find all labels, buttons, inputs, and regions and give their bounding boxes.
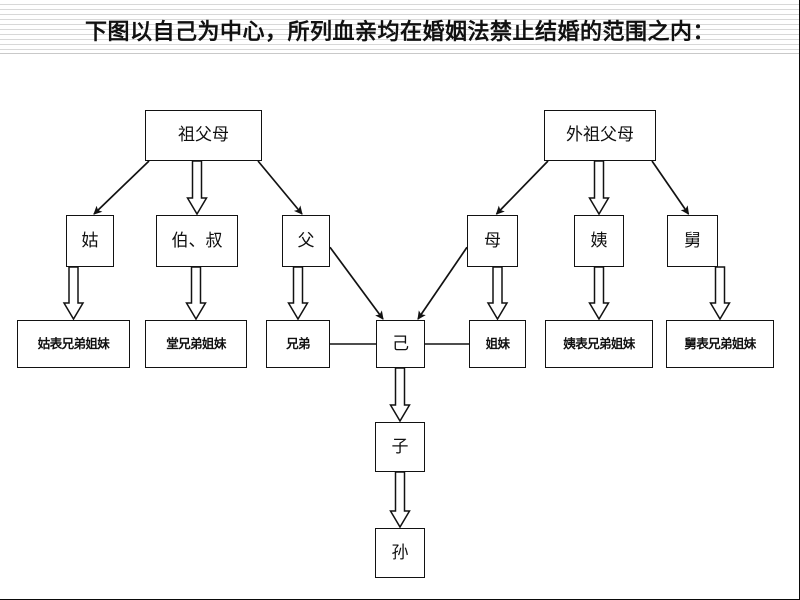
node-label: 姐妹 (485, 335, 510, 351)
edge-waizufumu-to-mu (495, 160, 549, 215)
edge-boshu-to-tang (185, 266, 207, 321)
node-yi[interactable]: 姨 (574, 215, 624, 267)
node-label: 父 (297, 230, 315, 251)
node-label: 伯、叔 (171, 230, 223, 251)
node-waizufumu[interactable]: 外祖父母 (544, 110, 656, 161)
node-label: 己 (392, 333, 409, 354)
node-label: 子 (391, 436, 409, 457)
diagram-edges (62, 160, 731, 529)
edge-ji-to-zi (389, 367, 411, 423)
edge-fu-to-ji (329, 246, 384, 320)
edge-mu-to-ji (417, 246, 468, 320)
node-label: 姨表兄弟姐妹 (563, 335, 635, 351)
node-label: 舅 (684, 230, 701, 251)
edge-fu-to-xiongdi (287, 266, 309, 321)
edge-mu-to-jiemei (486, 266, 509, 321)
edge-zufumu-to-boshu (186, 160, 208, 216)
edge-gu-to-gubiao (62, 266, 85, 321)
node-ji[interactable]: 己 (376, 320, 425, 368)
node-label: 母 (484, 230, 501, 251)
node-label: 祖父母 (178, 125, 229, 145)
node-zi[interactable]: 子 (375, 422, 425, 472)
edge-waizufumu-to-yi (588, 160, 610, 216)
node-sun[interactable]: 孙 (375, 528, 425, 578)
node-jiu[interactable]: 舅 (667, 215, 718, 267)
node-yibiao[interactable]: 姨表兄弟姐妹 (545, 320, 653, 368)
node-xiongdi[interactable]: 兄弟 (266, 320, 330, 368)
node-label: 姑 (81, 230, 99, 251)
node-label: 姨 (590, 230, 608, 251)
node-label: 姑表兄弟姐妹 (37, 335, 110, 351)
node-jiemei[interactable]: 姐妹 (469, 320, 526, 368)
node-label: 兄弟 (286, 335, 310, 351)
node-label: 舅表兄弟姐妹 (684, 335, 756, 351)
edge-zufumu-to-gu (93, 160, 150, 215)
node-zufumu[interactable]: 祖父母 (145, 110, 262, 161)
node-label: 外祖父母 (566, 125, 634, 145)
node-fu[interactable]: 父 (282, 215, 330, 267)
edge-zi-to-sun (389, 471, 411, 529)
node-boshu[interactable]: 伯、叔 (156, 215, 238, 267)
node-tang[interactable]: 堂兄弟姐妹 (145, 320, 247, 368)
edge-waizufumu-to-jiu (651, 160, 690, 215)
node-label: 堂兄弟姐妹 (166, 335, 226, 351)
kinship-diagram: 祖父母 外祖父母姑 伯、叔 父 母 姨 舅姑表兄弟姐妹 堂兄弟姐妹 兄弟 己 姐妹 姨表兄弟姐妹 舅表兄… (0, 54, 799, 599)
title-band (0, 0, 799, 54)
edge-yi-to-yibiao (588, 266, 610, 321)
node-gu[interactable]: 姑 (66, 215, 114, 267)
page-title: 下图以自己为中心，所列血亲均在婚姻法禁止结婚的范围之内： (84, 19, 715, 45)
edge-zufumu-to-fu (257, 160, 303, 215)
node-mu[interactable]: 母 (467, 215, 518, 267)
node-gubiao[interactable]: 姑表兄弟姐妹 (17, 320, 130, 368)
edge-jiu-to-jiubiao (709, 266, 731, 321)
node-label: 孙 (391, 542, 409, 563)
node-jiubiao[interactable]: 舅表兄弟姐妹 (666, 320, 774, 368)
